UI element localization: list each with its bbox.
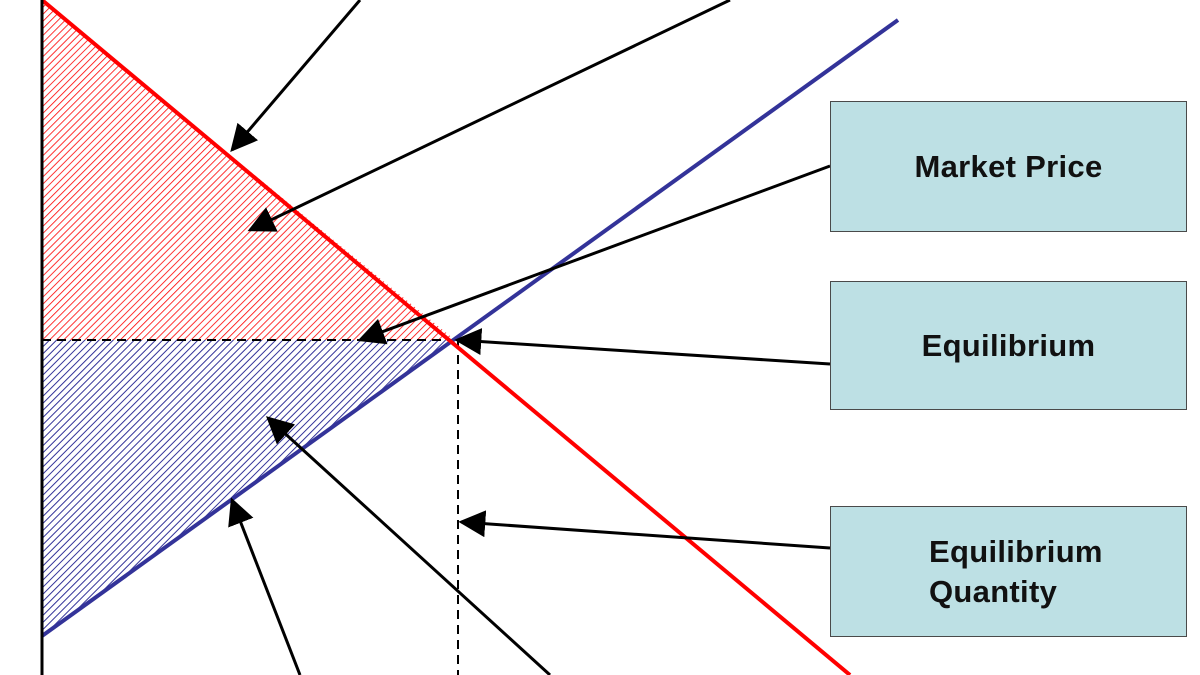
- market-price-label: Market Price: [914, 148, 1103, 184]
- supply-curve: [40, 18, 900, 638]
- equilibrium-quantity-box: Equilibrium Quantity: [830, 506, 1187, 637]
- arrow-to-producer-surplus: [266, 416, 552, 675]
- equilibrium-label: Equilibrium: [921, 327, 1096, 363]
- arrow-to-equilibrium-quantity: [458, 510, 831, 550]
- equilibrium-box: Equilibrium: [830, 281, 1187, 410]
- demand-curve: [40, 0, 852, 675]
- arrow-to-market-price: [357, 164, 831, 345]
- arrow-to-supply-curve: [228, 497, 302, 675]
- arrow-to-demand-curve: [230, 0, 362, 153]
- equilibrium-quantity-label: Equilibrium Quantity: [929, 533, 1103, 609]
- arrow-to-equilibrium: [454, 328, 831, 366]
- market-price-box: Market Price: [830, 101, 1187, 232]
- arrow-to-consumer-surplus: [247, 0, 731, 232]
